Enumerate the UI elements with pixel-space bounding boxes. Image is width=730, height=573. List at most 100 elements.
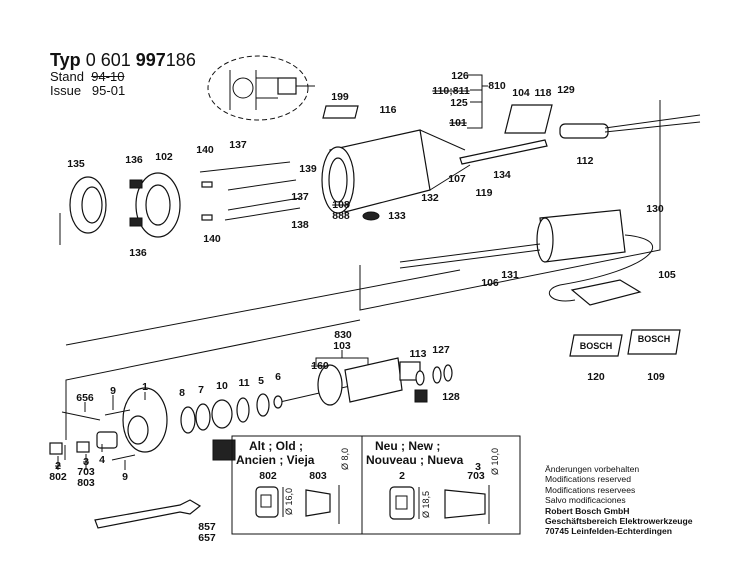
footer-notes: Änderungen vorbehalten Modifications res…: [545, 464, 693, 537]
typ-number-suffix: 186: [165, 50, 196, 70]
part-label: 137: [291, 191, 309, 203]
new-collet-top-number: 3: [475, 461, 481, 473]
part-label: 8: [179, 387, 185, 399]
part-label: 108: [332, 199, 350, 211]
part-label: 9: [110, 385, 116, 397]
new-collet-number: 703: [467, 470, 485, 482]
logo-plate-109: BOSCH: [627, 329, 681, 355]
logo-plate-120: BOSCH: [569, 334, 623, 357]
part-label: 2: [55, 460, 61, 472]
part-label: 130: [646, 203, 664, 215]
part-label: 657: [198, 532, 216, 544]
part-656: [61, 411, 101, 421]
part-label: 116: [380, 104, 397, 116]
old-title-2: Ancien ; Vieja: [236, 453, 315, 467]
stand-label: Stand: [50, 69, 84, 84]
part-label: 101: [449, 117, 467, 129]
old-collet-number: 803: [309, 470, 327, 482]
part-label: 113: [410, 348, 427, 360]
footer-line: Änderungen vorbehalten: [545, 464, 640, 474]
collet-3: [76, 441, 90, 453]
part-label: 3: [83, 456, 89, 468]
new-title: Neu ; New ;: [375, 439, 440, 453]
new-title-2: Nouveau ; Nueva: [366, 453, 464, 467]
part-label: 803: [77, 477, 95, 489]
part-label: 136: [125, 154, 143, 166]
part-label: 131: [501, 269, 519, 281]
new-collet-dim: Ø 10,0: [490, 448, 500, 475]
part-label: 135: [67, 158, 85, 170]
part-label: 110;811: [432, 85, 470, 97]
part-label: 656: [76, 392, 94, 404]
logo-text: BOSCH: [638, 334, 671, 344]
part-label: 138: [291, 219, 309, 231]
old-nut-dim: Ø 16,0: [284, 488, 294, 515]
part-label: 134: [493, 169, 511, 181]
wires-137-139-138: [199, 161, 301, 221]
typ-number-prefix: 0 601: [85, 50, 131, 70]
old-nut-number: 802: [259, 470, 277, 482]
wiring-schematic: [207, 55, 315, 121]
part-label: 810: [488, 80, 506, 92]
plug-105: [570, 279, 642, 306]
revision-info: Stand 94-10 Issue 95-01: [50, 70, 125, 98]
part-label: 10: [216, 380, 228, 392]
part-label: 802: [49, 471, 67, 483]
old-title: Alt ; Old ;: [249, 439, 303, 453]
part-label: 126: [451, 70, 469, 82]
part-4: [96, 431, 118, 449]
company-division: Geschäftsbereich Elektrowerkzeuge: [545, 516, 693, 527]
part-label: 199: [331, 91, 349, 103]
issue-value: 95-01: [91, 83, 126, 98]
collet-comparison-box: Alt ; Old ; Ancien ; Vieja Neu ; New ; N…: [231, 435, 521, 535]
part-label: 9: [122, 471, 128, 483]
bearings-rings: [180, 364, 453, 434]
stand-value: 94-10: [91, 69, 125, 84]
part-label: 133: [388, 210, 406, 222]
typ-number-bold: 997: [135, 50, 166, 70]
part-label: 109: [647, 371, 665, 383]
old-collet-dim: Ø 8,0: [340, 448, 350, 470]
type-number: Typ 0 601 997186: [50, 50, 196, 71]
part-label: 139: [299, 163, 317, 175]
company-name: Robert Bosch GmbH: [545, 505, 630, 516]
part-label: 105: [658, 269, 676, 281]
flange-1: [122, 387, 168, 453]
part-label: 104: [512, 87, 530, 99]
footer-line: Modifications reservees: [545, 484, 636, 495]
part-199-label-plate: [322, 105, 359, 119]
typ-label: Typ: [50, 50, 81, 70]
new-nut-number: 2: [399, 470, 405, 482]
company-address: 70745 Leinfelden-Echterdingen: [545, 526, 673, 537]
part-label: 137: [229, 139, 247, 151]
grease-pack: [212, 439, 236, 461]
part-label: 140: [203, 233, 221, 245]
part-label: 7: [198, 384, 204, 396]
nut-2: [49, 442, 63, 455]
part-label: 102: [155, 151, 173, 163]
logo-text: BOSCH: [580, 341, 613, 351]
part-label: 125: [450, 97, 468, 109]
part-label: 107: [448, 173, 466, 185]
part-label: 703: [77, 466, 95, 478]
part-112: [559, 123, 609, 139]
part-label: 132: [421, 192, 439, 204]
field-coil-102: [129, 172, 181, 238]
part-label: 830: [334, 329, 352, 341]
part-label: 136: [129, 247, 147, 259]
part-label: 4: [99, 454, 105, 466]
part-label: 128: [442, 391, 460, 403]
part-label: 119: [476, 187, 493, 199]
part-label: 140: [196, 144, 214, 156]
switch-rod-134: [459, 139, 548, 165]
part-label: 129: [557, 84, 575, 96]
part-label: 106: [481, 277, 499, 289]
part-label: 120: [587, 371, 605, 383]
brush-holder-135: [69, 176, 107, 234]
part-label: 6: [275, 371, 281, 383]
part-label: 127: [432, 344, 450, 356]
part-label: 888: [332, 210, 350, 222]
wrench-857: [94, 499, 202, 529]
